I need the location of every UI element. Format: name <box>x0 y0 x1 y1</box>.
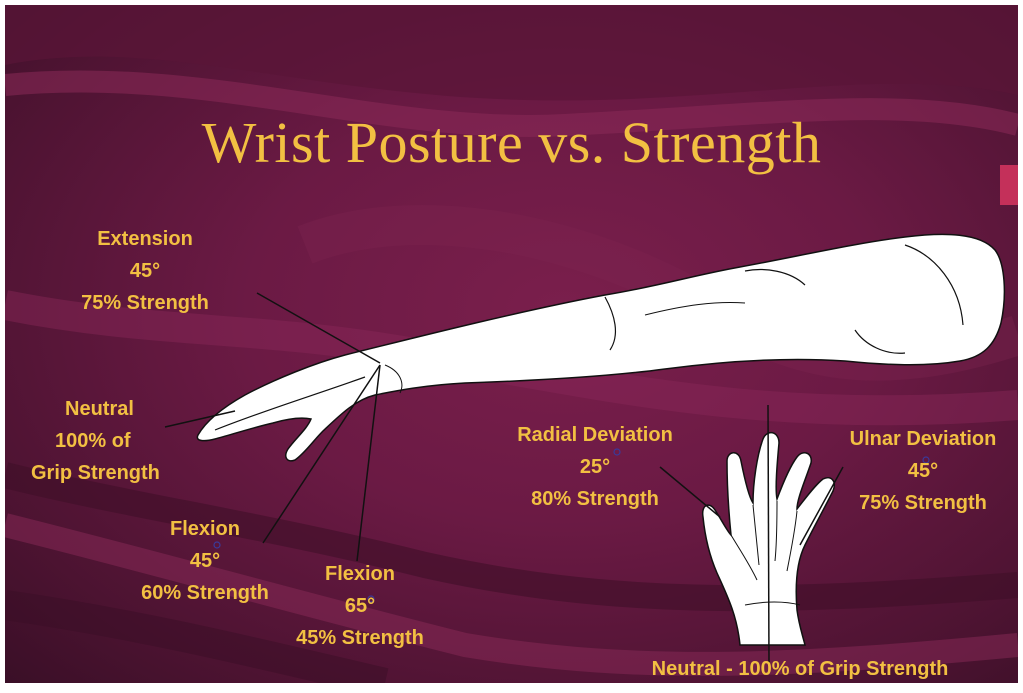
radial-deviation-name: Radial Deviation <box>495 419 695 451</box>
extension-label: Extension 45° 75% Strength <box>75 223 215 319</box>
flexion-45-name: Flexion <box>125 513 285 545</box>
neutral-line2: Grip Strength <box>25 457 185 489</box>
ulnar-deviation-angle: 45° <box>833 455 1013 487</box>
neutral-hand-label: Neutral - 100% of Grip Strength <box>615 653 985 683</box>
radial-deviation-label: Radial Deviation 25° 80% Strength <box>495 419 695 515</box>
flexion-65-name: Flexion <box>285 558 435 590</box>
flexion-65-angle: 65° <box>285 590 435 622</box>
ulnar-deviation-strength: 75% Strength <box>833 487 1013 519</box>
radial-deviation-angle: 25° <box>495 451 695 483</box>
flexion-45-strength: 60% Strength <box>125 577 285 609</box>
ulnar-deviation-label: Ulnar Deviation 45° 75% Strength <box>833 423 1013 519</box>
extension-pointer <box>257 293 380 363</box>
neutral-hand-axis <box>768 405 769 665</box>
extension-angle: 45° <box>75 255 215 287</box>
flexion-45-label: Flexion 45° 60% Strength <box>125 513 285 609</box>
radial-deviation-strength: 80% Strength <box>495 483 695 515</box>
neutral-hand-text: Neutral - 100% of Grip Strength <box>615 653 985 683</box>
neutral-line1: 100% of <box>25 425 185 457</box>
ulnar-deviation-name: Ulnar Deviation <box>833 423 1013 455</box>
extension-name: Extension <box>75 223 215 255</box>
slide: Wrist Posture vs. Strength <box>5 5 1018 683</box>
flexion-45-angle: 45° <box>125 545 285 577</box>
neutral-name: Neutral <box>25 393 185 425</box>
flexion-65-label: Flexion 65° 45% Strength <box>285 558 435 654</box>
flexion-65-strength: 45% Strength <box>285 622 435 654</box>
neutral-label: Neutral 100% of Grip Strength <box>25 393 185 489</box>
extension-strength: 75% Strength <box>75 287 215 319</box>
